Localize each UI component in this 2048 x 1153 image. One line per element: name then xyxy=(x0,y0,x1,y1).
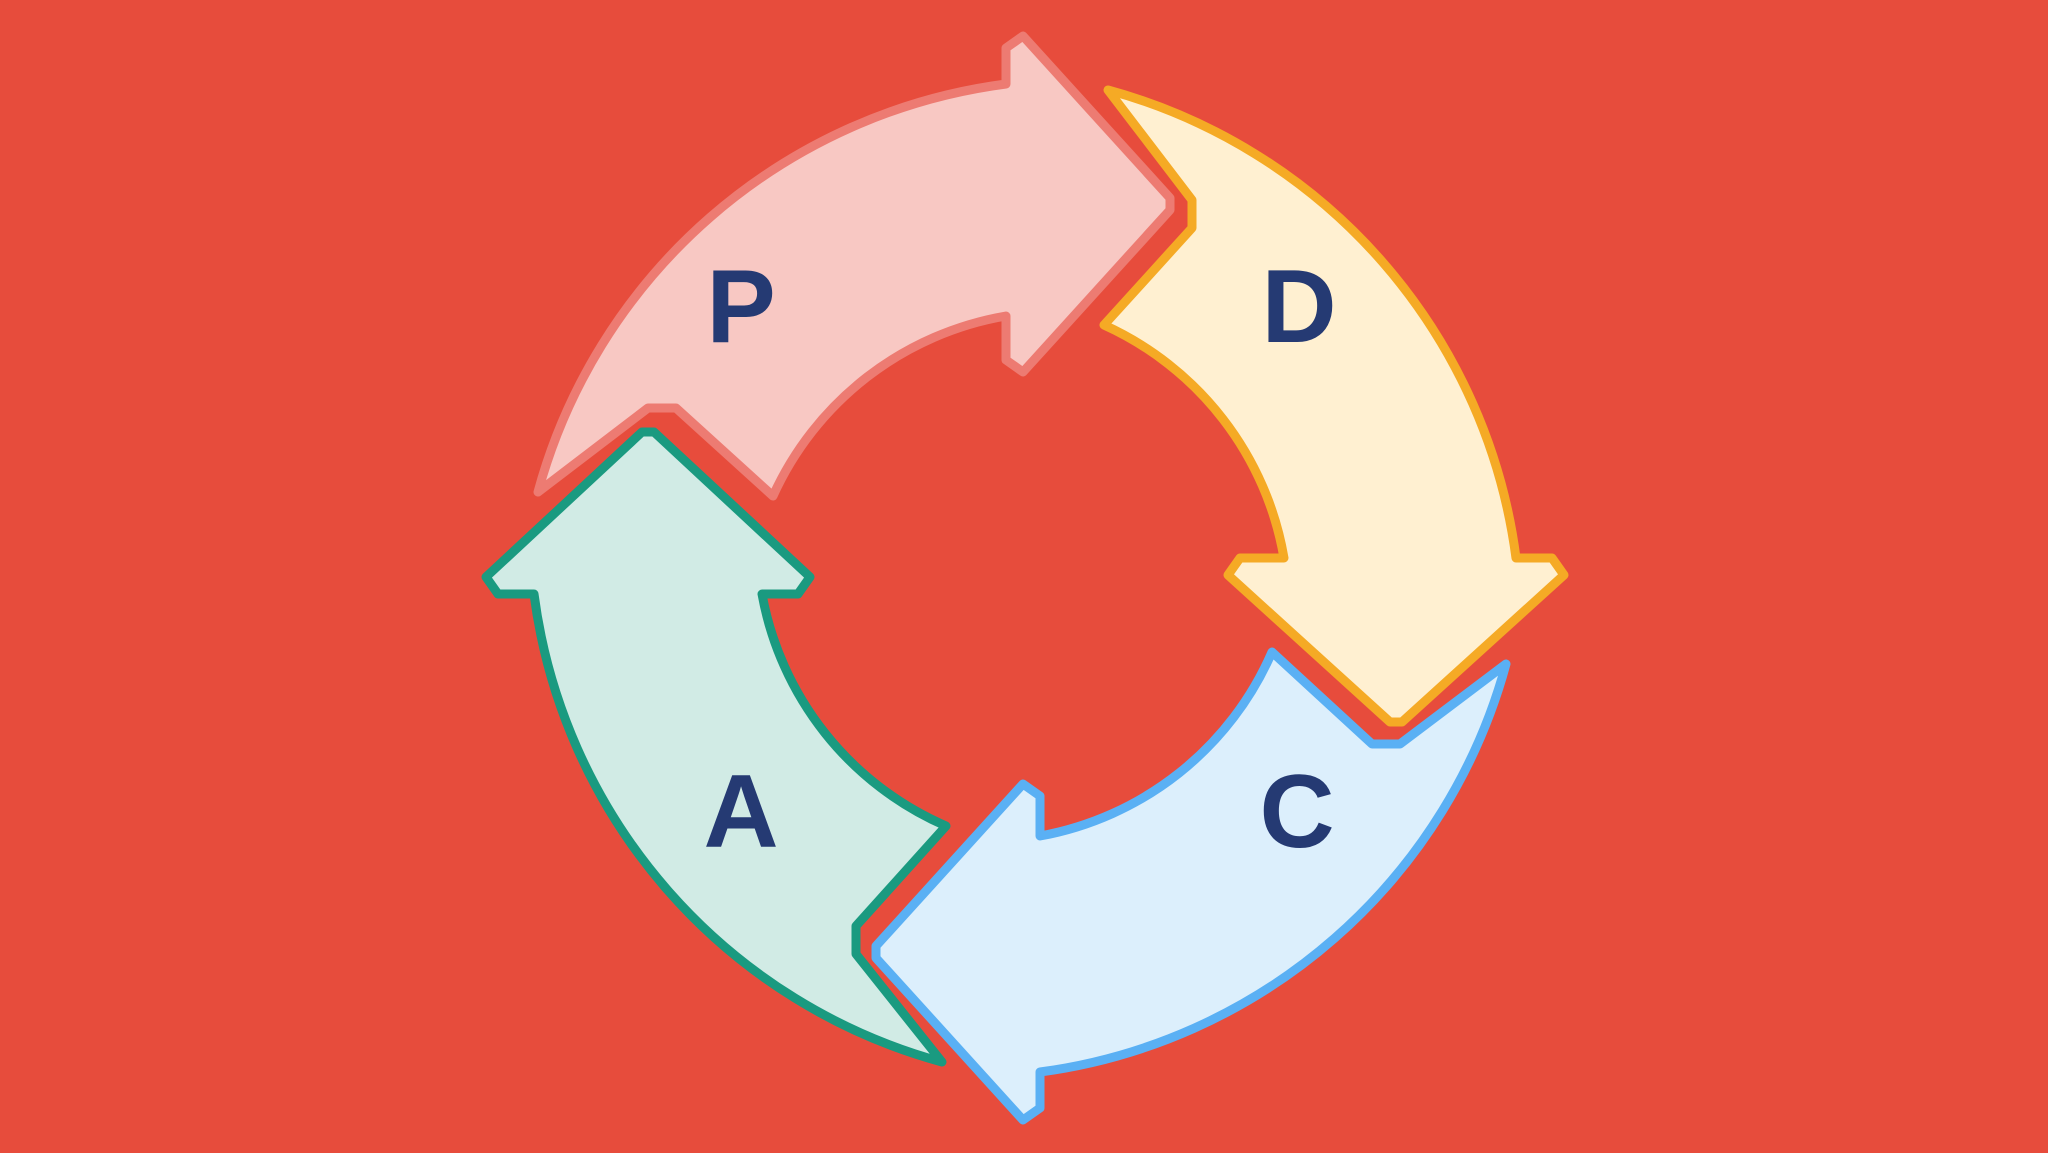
arrow-do-shape xyxy=(1099,85,1569,727)
stage-letter-check: C xyxy=(1259,754,1334,870)
arrow-plan: P xyxy=(533,31,1175,501)
arrow-act-shape xyxy=(481,427,951,1067)
arrow-check-shape xyxy=(871,647,1511,1125)
arrow-do: D xyxy=(1099,85,1569,727)
arrow-act: A xyxy=(481,427,951,1067)
stage-letter-plan: P xyxy=(706,249,775,365)
stage-letter-act: A xyxy=(703,754,778,870)
arrow-check: C xyxy=(871,647,1511,1125)
stage-letter-do: D xyxy=(1261,249,1336,365)
arrow-plan-shape xyxy=(533,31,1175,501)
